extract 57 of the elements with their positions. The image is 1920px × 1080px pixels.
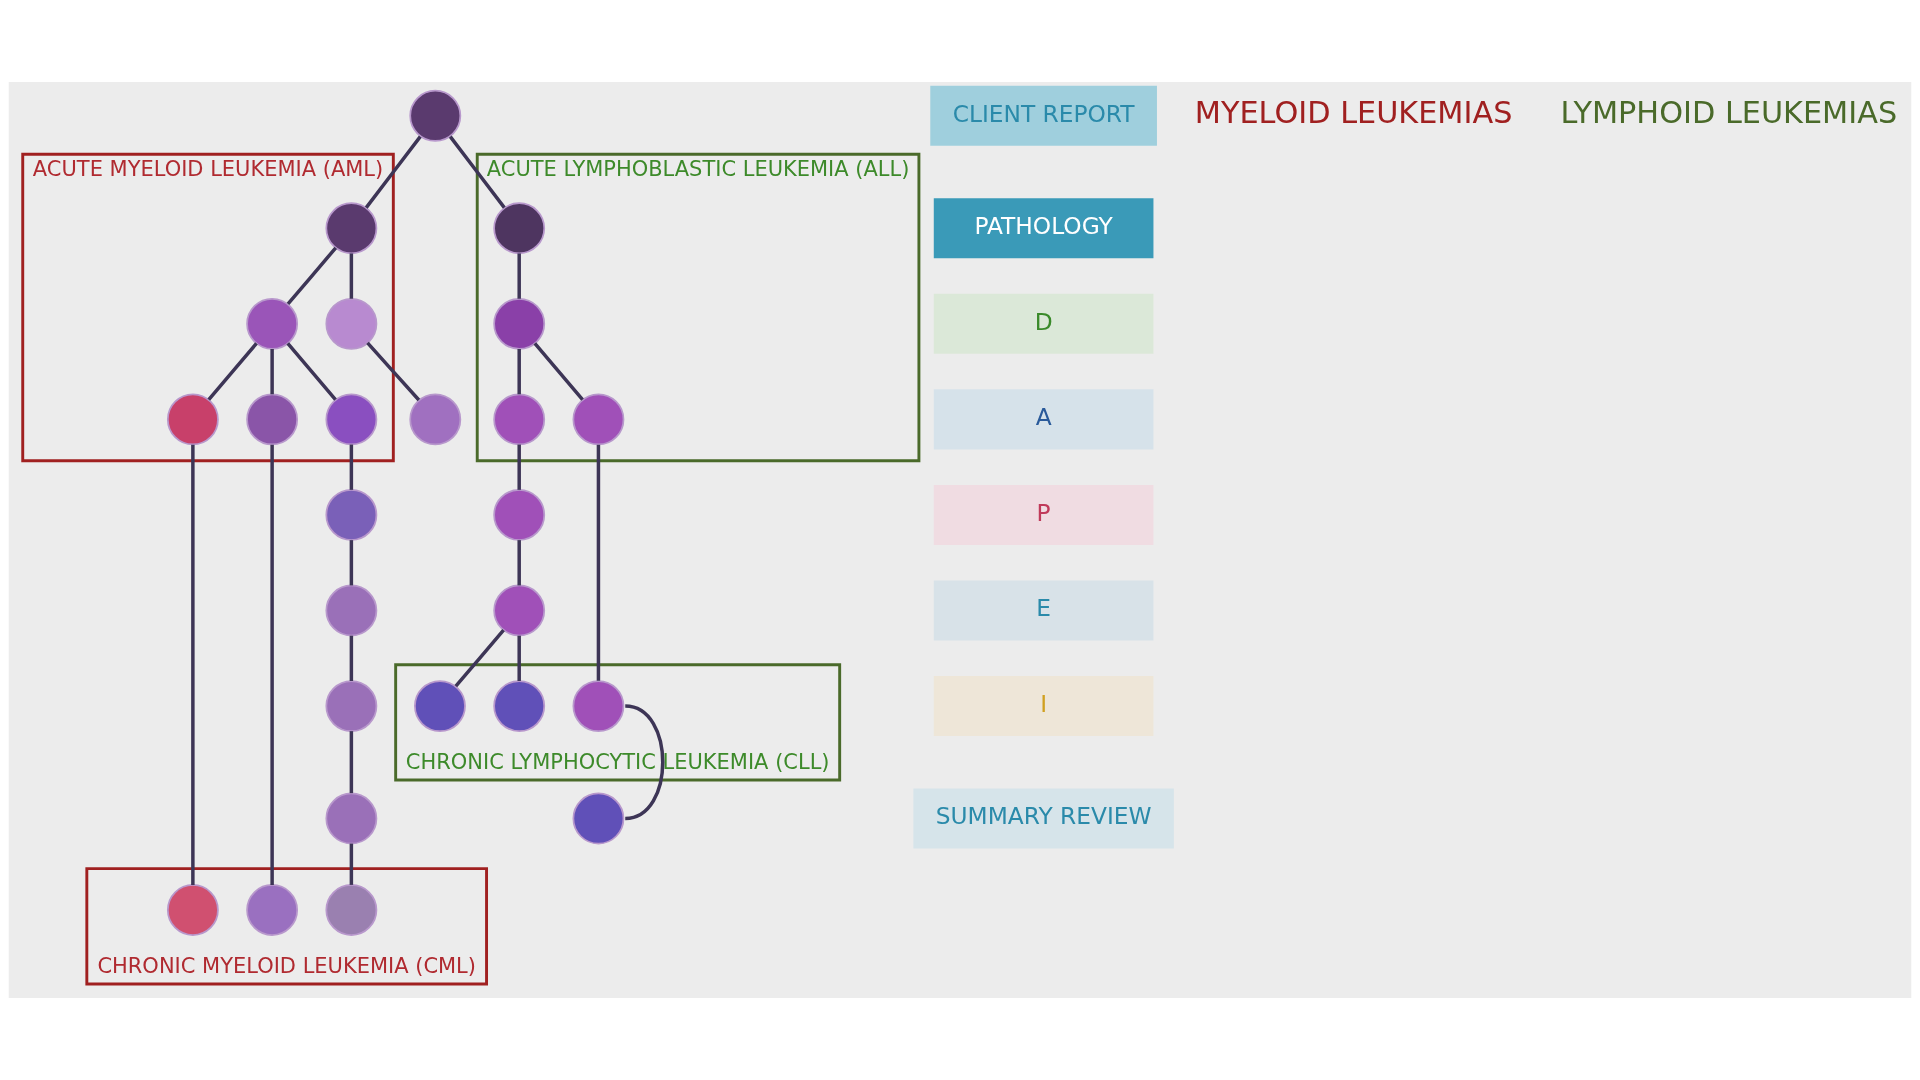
node-circle [572,393,625,446]
connector [448,135,506,209]
cluster: ACUTE MYELOID LEUKEMIA (AML) [21,152,395,463]
connector [349,731,354,794]
connector [349,635,354,681]
connector [286,246,338,306]
node-circle [493,584,546,637]
node-circle [325,792,378,845]
connector [517,635,521,681]
connector [349,444,354,490]
node-circle [325,489,378,541]
connector [517,444,521,490]
node-box: PATHOLOGY [933,198,1154,259]
connector [366,341,421,402]
node-circle [493,393,546,446]
cluster: ACUTE LYMPHOBLASTIC LEUKEMIA (ALL) [475,152,921,463]
node-circle [493,297,546,350]
connector [364,135,422,209]
node-circle [409,393,462,446]
node-circle [493,680,546,732]
node-circle [493,489,546,541]
node-circle [409,89,462,142]
node-circle [325,202,378,255]
connector [596,444,601,681]
connector [270,444,274,885]
connector [349,253,354,299]
connector [517,540,521,586]
node-circle [414,680,466,732]
node-circle [166,393,219,446]
label: LYMPHOID LEUKEMIAS [1560,95,1898,131]
connector [349,540,354,586]
node-circle [325,884,378,936]
node-circle [325,393,378,446]
node-circle [246,884,299,936]
node-circle [572,680,625,732]
connector [454,628,505,688]
connector [624,704,665,821]
node-circle [246,393,299,446]
node-box: CLIENT REPORT [930,85,1157,146]
connector [207,342,258,401]
node-circle [166,884,219,936]
connector [286,342,337,401]
connector [349,843,354,885]
node-circle [325,584,378,637]
connector [533,342,584,401]
connector [517,349,521,395]
node-circle [325,297,378,350]
node-circle [572,792,625,845]
cluster: CHRONIC LYMPHOCYTIC LEUKEMIA (CLL) [394,663,842,782]
label: MYELOID LEUKEMIAS [1194,95,1513,131]
cluster: CHRONIC MYELOID LEUKEMIA (CML) [85,867,488,986]
node-circle [493,202,546,255]
node-circle [325,680,378,732]
connector [270,349,274,395]
node-circle [246,297,299,350]
connector [191,444,195,885]
connector [517,253,521,299]
